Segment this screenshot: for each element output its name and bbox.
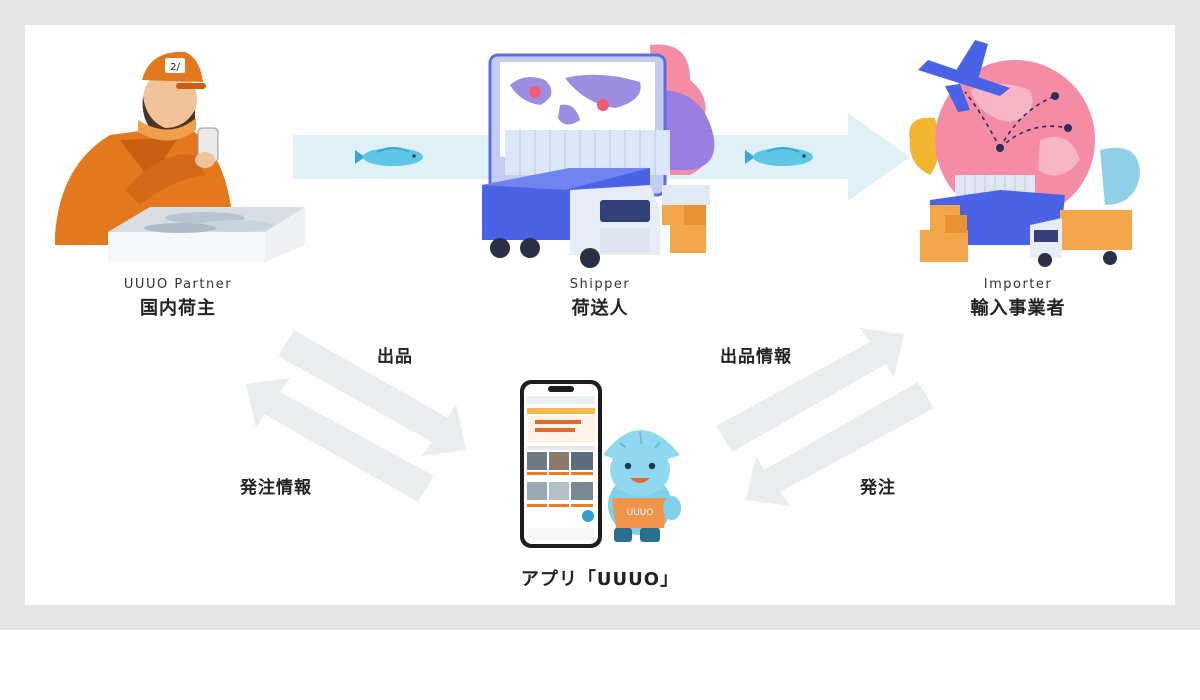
app-label-ja: アプリ「UUUO」 bbox=[520, 569, 680, 590]
flow-label-listing: 出品 bbox=[377, 347, 413, 367]
listing-arrow bbox=[278, 330, 466, 456]
partner-node-label: UUUO Partner 国内荷主 bbox=[88, 277, 268, 320]
shipper-label-en: Shipper bbox=[569, 277, 631, 292]
listing-info-arrow bbox=[716, 328, 904, 452]
flow-label-order-info: 発注情報 bbox=[240, 478, 312, 498]
app-node-label: アプリ「UUUO」 bbox=[500, 563, 700, 591]
shipper-node-label: Shipper 荷送人 bbox=[520, 277, 680, 320]
order-arrow bbox=[746, 382, 934, 506]
mascot-character: UUUO bbox=[603, 430, 681, 542]
fish-icon bbox=[745, 147, 813, 166]
shipper-label-ja: 荷送人 bbox=[571, 298, 629, 319]
partner-label-en: UUUO Partner bbox=[123, 277, 233, 292]
airplane-icon bbox=[918, 40, 1010, 112]
partner-illustration: 2/ bbox=[55, 51, 305, 262]
cap-badge: 2/ bbox=[170, 62, 180, 73]
flow-label-order: 発注 bbox=[860, 478, 896, 498]
importer-label-ja: 輸入事業者 bbox=[970, 298, 1066, 319]
fish-icon bbox=[355, 147, 423, 166]
partner-label-ja: 国内荷主 bbox=[140, 298, 216, 319]
importer-illustration bbox=[909, 40, 1140, 267]
shipper-illustration bbox=[482, 44, 715, 268]
importer-node-label: Importer 輸入事業者 bbox=[938, 277, 1098, 320]
mascot-apron-badge: UUUO bbox=[627, 508, 654, 518]
importer-label-en: Importer bbox=[983, 277, 1053, 292]
order-info-arrow bbox=[246, 378, 434, 502]
app-phone-mockup bbox=[520, 380, 602, 548]
flow-label-listing-info: 出品情報 bbox=[720, 347, 792, 367]
